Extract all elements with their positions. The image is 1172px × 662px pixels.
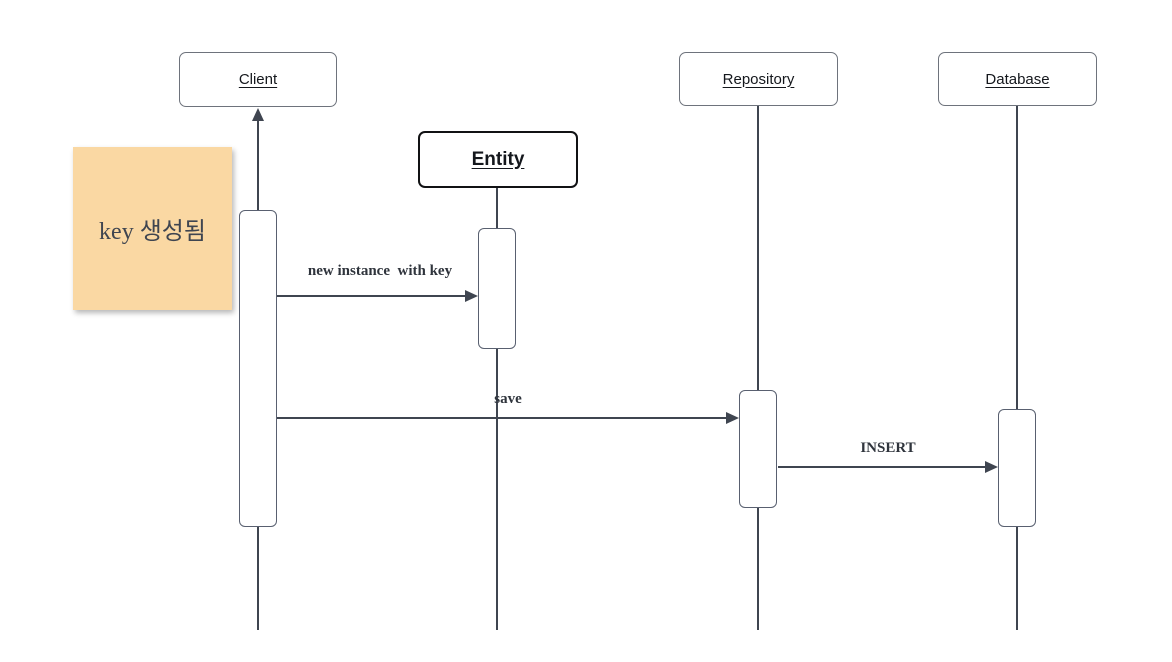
activation-to-client-arrowhead <box>252 108 264 121</box>
message-save-label: save <box>494 391 522 407</box>
participant-database: Database <box>938 52 1097 106</box>
activation-entity <box>478 228 516 349</box>
lifeline-database-lower <box>1016 527 1018 630</box>
message-new-instance-line <box>277 295 465 297</box>
sticky-note: key 생성됨 <box>73 147 232 310</box>
message-save-arrowhead <box>726 412 739 424</box>
message-new-instance-arrowhead <box>465 290 478 302</box>
participant-entity: Entity <box>418 131 578 188</box>
participant-entity-label: Entity <box>471 148 525 170</box>
participant-repository-label: Repository <box>722 70 795 88</box>
participant-client: Client <box>179 52 337 107</box>
activation-database <box>998 409 1036 527</box>
activation-client <box>239 210 277 527</box>
sticky-note-text: key 생성됨 <box>99 219 206 245</box>
participant-repository: Repository <box>679 52 838 106</box>
lifeline-entity-upper <box>496 188 498 229</box>
participant-database-label: Database <box>985 70 1050 88</box>
message-insert-line <box>778 466 985 468</box>
activation-to-client-arrow-line <box>257 119 259 210</box>
lifeline-database-upper <box>1016 106 1018 409</box>
lifeline-entity-lower <box>496 349 498 630</box>
lifeline-client-lower <box>257 527 259 630</box>
message-save-line <box>277 417 726 419</box>
activation-repository <box>739 390 777 508</box>
message-insert-arrowhead <box>985 461 998 473</box>
lifeline-repository-upper <box>757 106 759 390</box>
message-new-instance-label: new instance with key <box>307 263 453 279</box>
lifeline-repository-lower <box>757 508 759 630</box>
message-insert-label: INSERT <box>860 440 916 456</box>
participant-client-label: Client <box>238 71 278 88</box>
